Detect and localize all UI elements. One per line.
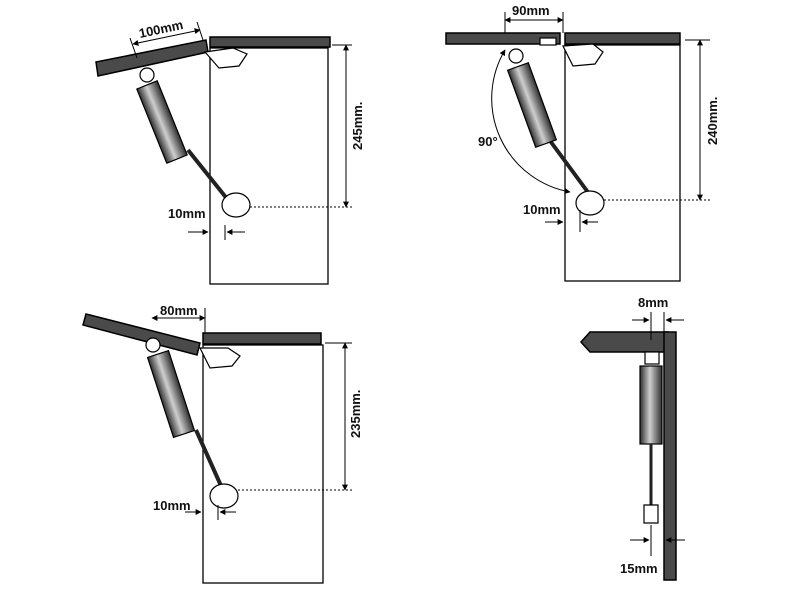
offset-label: 80mm xyxy=(160,303,198,318)
hinge-bracket xyxy=(203,47,248,69)
upper-mount xyxy=(644,351,660,365)
cabinet-top-panel xyxy=(564,32,681,45)
strut-rod xyxy=(194,429,224,489)
height-label: 245mm. xyxy=(350,102,365,150)
height-label: 235mm. xyxy=(348,390,363,438)
strut-rod xyxy=(186,148,234,207)
strut-cylinder xyxy=(146,349,196,439)
cabinet-top-panel xyxy=(202,332,322,345)
top-panel-side xyxy=(579,331,669,353)
offset-label: 90mm xyxy=(512,3,550,18)
bottom-dimension-label: 15mm xyxy=(620,561,658,576)
lower-mount xyxy=(221,192,251,218)
height-label: 240mm. xyxy=(705,97,720,145)
hinge-bracket xyxy=(562,43,604,67)
hinge-bracket xyxy=(199,347,241,369)
side-wall xyxy=(663,331,677,581)
open-door-panel xyxy=(82,313,201,356)
clearance-label: 10mm xyxy=(153,498,191,513)
cabinet-top-panel xyxy=(209,36,331,48)
diagram-top-right: 240mm. 90mm 90° 10mm xyxy=(445,3,720,282)
angle-arc xyxy=(491,49,571,194)
door-plate xyxy=(539,37,557,46)
strut-cylinder xyxy=(506,61,558,149)
clearance-label: 10mm xyxy=(523,202,561,217)
diagram-side-view: 8mm 15mm xyxy=(579,295,685,581)
upper-mount xyxy=(145,337,161,353)
offset-dimension xyxy=(132,28,201,46)
cabinet-side xyxy=(202,344,324,584)
offset-label: 100mm xyxy=(138,17,185,41)
upper-mount xyxy=(139,67,155,83)
cabinet-side xyxy=(564,44,681,282)
diagram-bottom-left: 235mm. 80mm 10mm xyxy=(82,303,363,584)
angle-label: 90° xyxy=(478,134,498,149)
strut-cylinder xyxy=(639,365,663,445)
lower-mount xyxy=(575,190,605,216)
diagram-top-left: 245mm. 100mm 10mm xyxy=(95,17,365,285)
open-door-panel xyxy=(445,32,561,45)
strut-cylinder xyxy=(136,80,188,164)
upper-mount xyxy=(508,48,524,64)
lower-mount xyxy=(209,483,239,509)
lower-mount xyxy=(643,504,659,524)
cabinet-side xyxy=(209,47,329,285)
top-dimension-label: 8mm xyxy=(638,295,668,310)
clearance-label: 10mm xyxy=(168,206,206,221)
strut-rod xyxy=(546,136,592,197)
